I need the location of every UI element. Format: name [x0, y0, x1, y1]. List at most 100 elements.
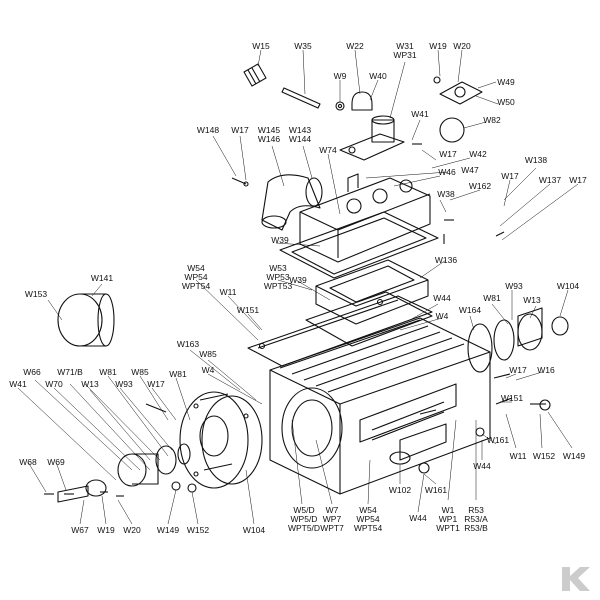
shaft-part [57, 479, 107, 503]
part-callout-label: W141 [90, 273, 114, 283]
part-callout-label: W136 [434, 255, 458, 265]
part-callout-label: W164 [458, 305, 482, 315]
part-callout-label: W11 [219, 287, 237, 297]
head-block-part [299, 173, 431, 263]
part-callout-label: W13 [523, 295, 541, 305]
part-callout-label: W5/D WP5/D WPT5/D [287, 505, 321, 533]
part-callout-label: W143 W144 [288, 125, 312, 144]
part-callout-label: W9 [333, 71, 347, 81]
part-callout-label: W47 [461, 165, 479, 175]
part-callout-label: W93 [505, 281, 523, 291]
part-callout-label: W82 [483, 115, 501, 125]
part-callout-label: W104 [556, 281, 580, 291]
part-callout-label: W70 [45, 379, 63, 389]
part-callout-label: W138 [524, 155, 548, 165]
plugs-parts [171, 427, 485, 493]
part-callout-label: W85 [199, 349, 217, 359]
cap-part [351, 91, 373, 111]
part-callout-label: W85 [131, 367, 149, 377]
part-callout-label: W151 [500, 393, 524, 403]
part-callout-label: W4 [201, 365, 215, 375]
nut-part [335, 101, 345, 111]
part-callout-label: W16 [537, 365, 555, 375]
right-flange-part [467, 307, 569, 373]
part-callout-label: W151 [236, 305, 260, 315]
part-callout-label: W13 [81, 379, 99, 389]
part-callout-label: W104 [242, 525, 266, 535]
part-callout-label: R53 R53/A R53/B [464, 505, 488, 533]
part-callout-label: W22 [346, 41, 364, 51]
part-callout-label: W148 [196, 125, 220, 135]
part-callout-label: W54 WP54 WPT54 [353, 505, 383, 533]
part-callout-label: W50 [497, 97, 515, 107]
rod-part [281, 87, 321, 109]
end-cover-part [179, 391, 263, 489]
part-callout-label: W40 [369, 71, 387, 81]
part-callout-label: W46 [438, 167, 456, 177]
part-callout-label: W149 [156, 525, 180, 535]
part-callout-label: W35 [294, 41, 312, 51]
leader-lines [17, 49, 579, 525]
part-callout-label: W17 [231, 125, 249, 135]
part-callout-label: W19 [429, 41, 447, 51]
part-callout-label: W11 [509, 451, 527, 461]
valve-flange-part [339, 115, 405, 161]
part-callout-label: W19 [97, 525, 115, 535]
part-callout-label: W39 [289, 275, 307, 285]
coupling-part [117, 443, 191, 487]
part-callout-label: W93 [115, 379, 133, 389]
part-callout-label: W17 [501, 171, 519, 181]
part-callout-label: W17 [509, 365, 527, 375]
bolt-parts [44, 143, 551, 497]
part-callout-label: W161 [424, 485, 448, 495]
part-callout-label: W49 [497, 77, 515, 87]
part-callout-label: W67 [71, 525, 89, 535]
part-callout-label: W20 [123, 525, 141, 535]
part-callout-label: W81 [169, 369, 187, 379]
part-callout-label: W69 [47, 457, 65, 467]
part-callout-label: W15 [252, 41, 270, 51]
part-callout-label: W152 [532, 451, 556, 461]
part-callout-label: W17 [147, 379, 165, 389]
brand-logo-icon [562, 567, 590, 591]
part-callout-label: W152 [186, 525, 210, 535]
part-callout-label: W145 W146 [257, 125, 281, 144]
part-callout-label: W1 WP1 WPT1 [436, 505, 460, 533]
part-callout-label: W74 [319, 145, 337, 155]
part-callout-label: W81 [99, 367, 117, 377]
part-callout-label: W163 [176, 339, 200, 349]
part-callout-label: W66 [23, 367, 41, 377]
part-callout-label: W149 [562, 451, 586, 461]
part-callout-label: W20 [453, 41, 471, 51]
part-callout-label: W102 [388, 485, 412, 495]
main-housing [269, 317, 491, 495]
part-callout-label: W44 [473, 461, 491, 471]
part-callout-label: W81 [483, 293, 501, 303]
part-callout-label: W7 WP7 WPT7 [320, 505, 344, 533]
ball-part [439, 117, 465, 143]
gasket-lower-part [305, 291, 433, 347]
part-callout-label: W42 [469, 149, 487, 159]
knob-part [243, 63, 267, 87]
part-callout-label: W44 [409, 513, 427, 523]
part-callout-label: W17 [439, 149, 457, 159]
part-callout-label: W4 [435, 311, 449, 321]
part-callout-label: W53 WP53 WPT53 [263, 263, 293, 291]
part-callout-label: W153 [24, 289, 48, 299]
part-callout-label: W71/B [57, 367, 83, 377]
part-callout-label: W137 [538, 175, 562, 185]
gasket-upper-part [279, 211, 439, 279]
cup-part [57, 293, 115, 347]
flange-plate-part [433, 76, 483, 105]
part-callout-label: W31 WP31 [393, 41, 417, 60]
part-callout-label: W41 [9, 379, 27, 389]
part-callout-label: W161 [486, 435, 510, 445]
part-callout-label: W162 [468, 181, 492, 191]
part-callout-label: W54 WP54 WPT54 [181, 263, 211, 291]
top-cover-part [247, 295, 433, 367]
part-callout-label: W44 [433, 293, 451, 303]
part-callout-label: W68 [19, 457, 37, 467]
part-callout-label: W38 [437, 189, 455, 199]
